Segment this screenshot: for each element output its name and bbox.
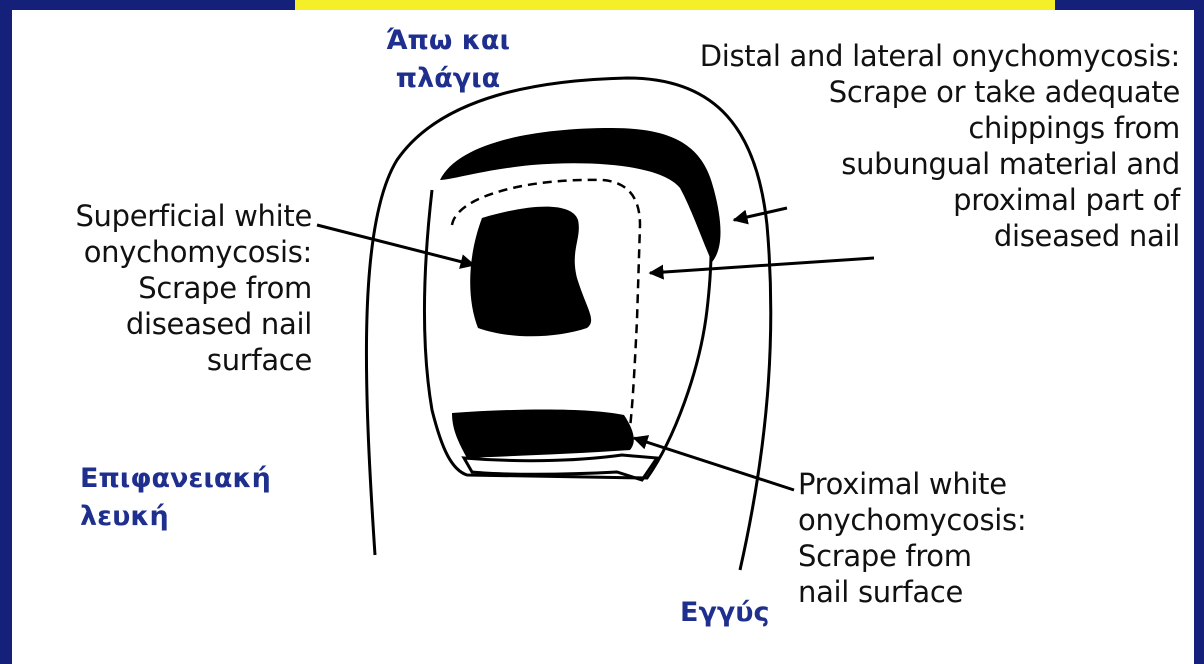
label-distal-lateral: Distal and lateral onychomycosis: Scrape… (700, 38, 1180, 254)
top-accent-band (295, 0, 1055, 10)
label-distal-lateral-greek: Άπω και πλάγια (386, 22, 510, 98)
superficial-patch (470, 207, 591, 337)
diagram-panel: Άπω και πλάγια Distal and lateral onycho… (12, 10, 1194, 664)
arrow-proximal-nail (650, 258, 874, 273)
arrow-proximal-white (634, 438, 794, 490)
label-superficial-white: Superficial white onychomycosis: Scrape … (32, 198, 312, 378)
arrow-superficial (317, 225, 474, 265)
label-proximal-greek: Εγγύς (680, 594, 769, 632)
label-superficial-greek: Επιφανειακή λευκή (80, 460, 271, 536)
label-proximal-white: Proximal white onychomycosis: Scrape fro… (798, 466, 1026, 610)
proximal-band (452, 409, 634, 458)
